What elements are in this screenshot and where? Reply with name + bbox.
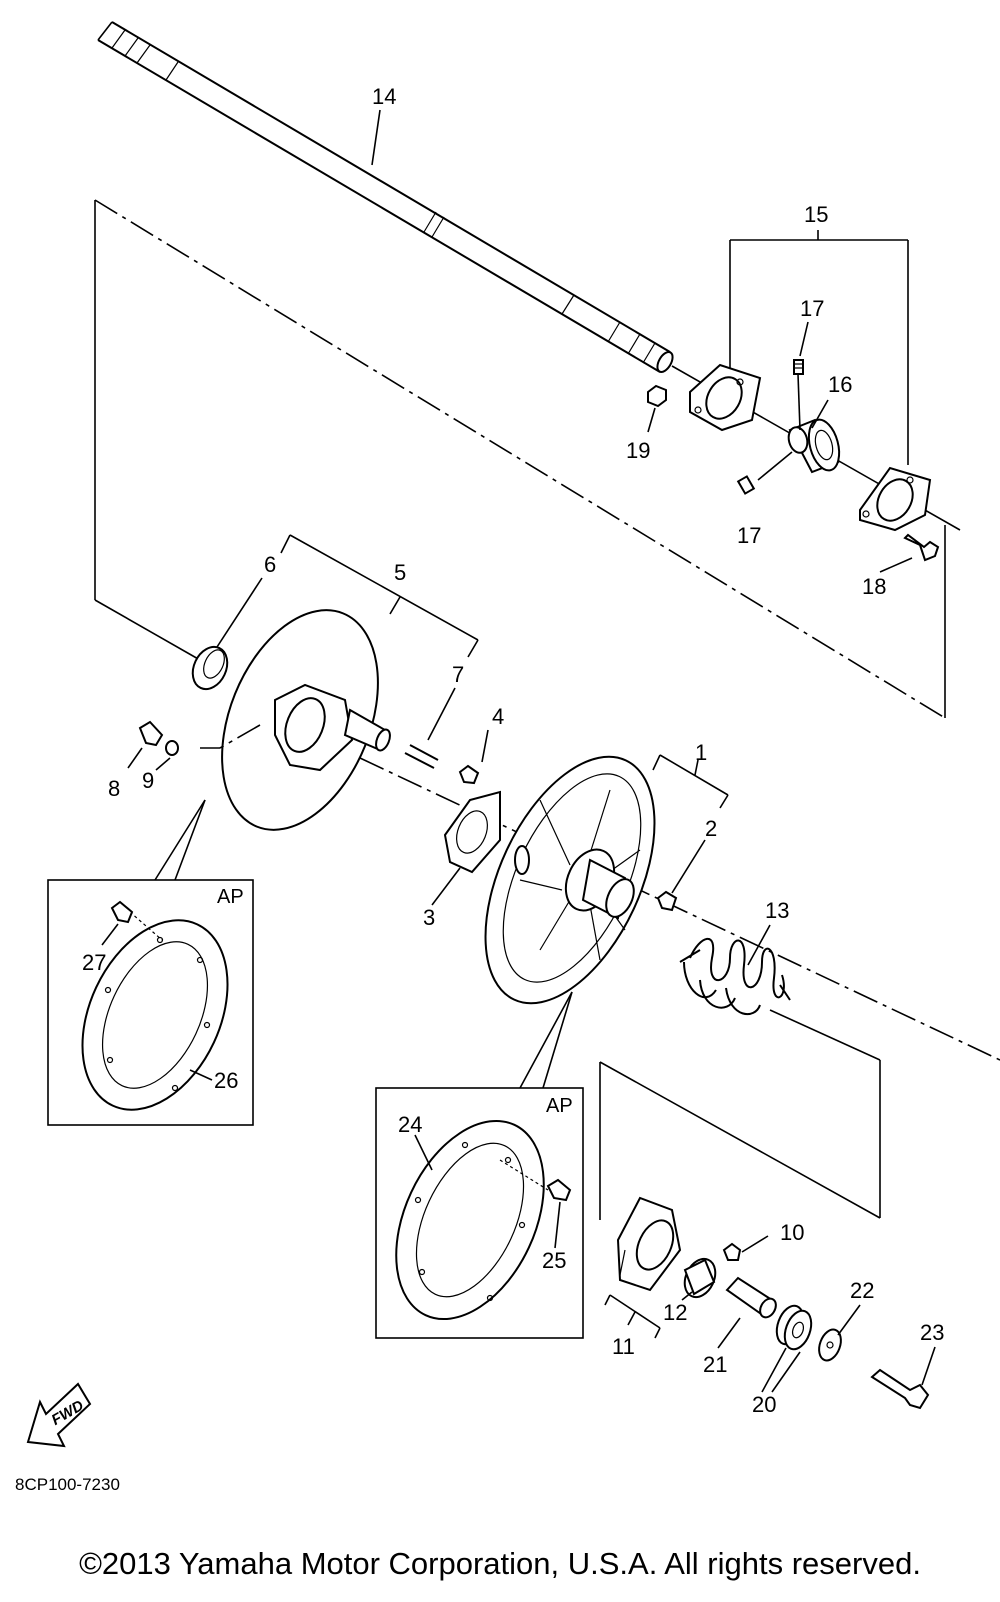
callout-2: 2 bbox=[705, 816, 717, 841]
callout-12: 12 bbox=[663, 1300, 687, 1325]
callout-26: 26 bbox=[214, 1068, 238, 1093]
callout-18: 18 bbox=[862, 574, 886, 599]
callout-27: 27 bbox=[82, 950, 106, 975]
callout-9: 9 bbox=[142, 768, 154, 793]
callout-17-top: 17 bbox=[800, 296, 824, 321]
callout-14: 14 bbox=[372, 84, 396, 109]
callout-15: 15 bbox=[804, 202, 828, 227]
callout-13: 13 bbox=[765, 898, 789, 923]
reference-line-frame bbox=[94, 199, 946, 719]
callout-20: 20 bbox=[752, 1392, 776, 1417]
callout-1: 1 bbox=[695, 740, 707, 765]
callout-11: 11 bbox=[612, 1334, 635, 1359]
forward-arrow-icon: FWD bbox=[26, 1382, 92, 1448]
callout-4: 4 bbox=[492, 704, 504, 729]
callout-25: 25 bbox=[542, 1248, 566, 1273]
secondary-shaft-part-14 bbox=[97, 21, 674, 373]
ap-label-left: AP bbox=[217, 886, 244, 908]
bearing-housing-assembly-15 bbox=[647, 230, 940, 573]
callout-22: 22 bbox=[850, 1278, 874, 1303]
gasket-part-3 bbox=[431, 729, 501, 906]
callout-24: 24 bbox=[398, 1112, 422, 1137]
diagram-code: 8CP100-7230 bbox=[15, 1475, 120, 1494]
torque-cam-assembly-11 bbox=[599, 1009, 936, 1410]
callout-5: 5 bbox=[394, 560, 406, 585]
ap-detail-box-left bbox=[47, 879, 254, 1126]
callout-23: 23 bbox=[920, 1320, 944, 1345]
callout-16: 16 bbox=[828, 372, 852, 397]
fixed-sheave-part-5 bbox=[127, 534, 479, 881]
callout-19: 19 bbox=[626, 438, 650, 463]
ap-label-right: AP bbox=[546, 1095, 573, 1117]
callout-17-bottom: 17 bbox=[737, 523, 761, 548]
callout-21: 21 bbox=[703, 1352, 727, 1377]
callout-7: 7 bbox=[452, 662, 464, 687]
callout-labels: 1 2 3 4 5 6 7 8 9 10 11 12 13 14 15 16 1… bbox=[15, 84, 944, 1494]
callout-8: 8 bbox=[108, 776, 120, 801]
callout-3: 3 bbox=[423, 905, 435, 930]
ap-detail-box-right bbox=[375, 1087, 584, 1339]
copyright-notice: ©2013 Yamaha Motor Corporation, U.S.A. A… bbox=[79, 1546, 921, 1581]
callout-6: 6 bbox=[264, 552, 276, 577]
movable-sheave-part-1 bbox=[484, 754, 729, 1089]
callout-10: 10 bbox=[780, 1220, 804, 1245]
spring-part-13 bbox=[679, 924, 791, 1015]
